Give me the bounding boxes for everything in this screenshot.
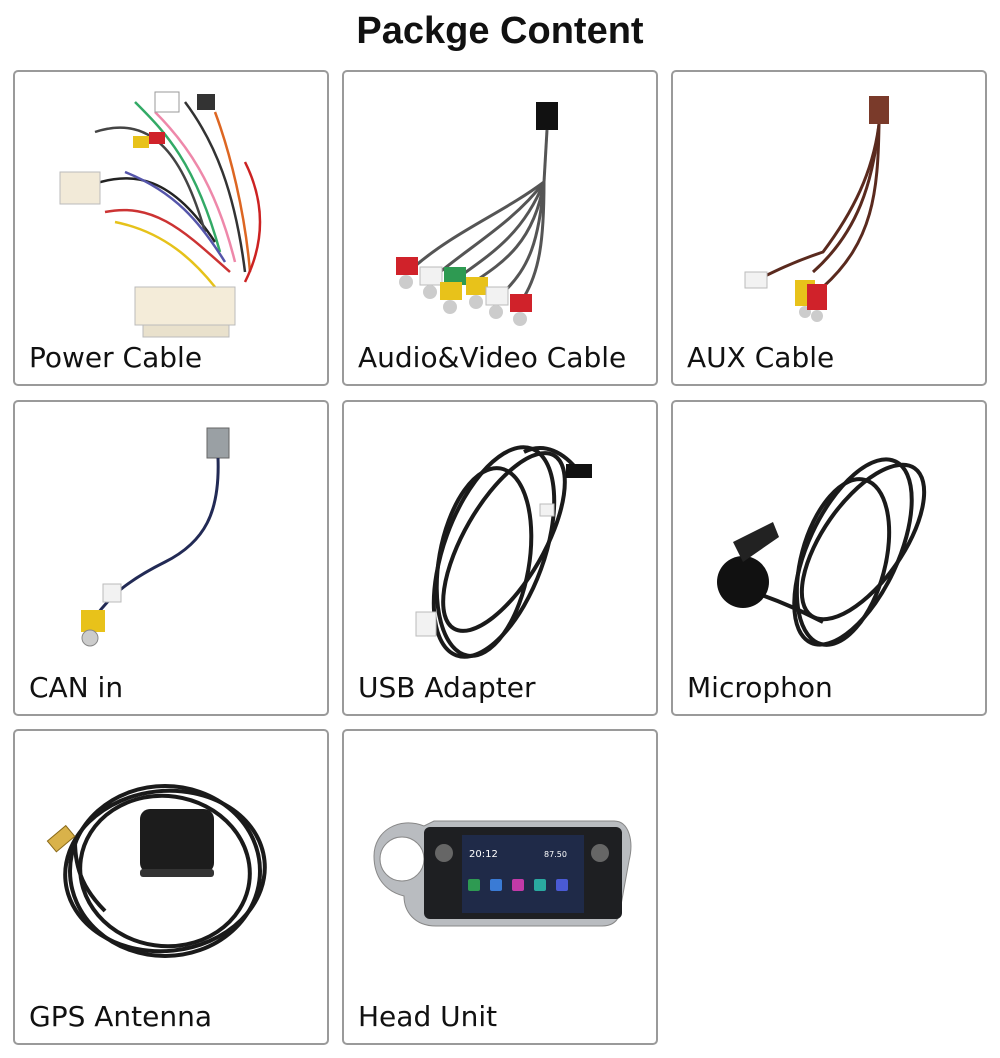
item-label: GPS Antenna [29, 1000, 213, 1033]
item-label: CAN in [29, 671, 124, 704]
head-unit-icon: 20:12 87.50 [373, 820, 632, 927]
item-usb-adapter[interactable]: USB Adapter [342, 400, 658, 716]
aux-cable-icon [744, 96, 889, 322]
item-audio-video-cable[interactable]: Audio&Video Cable [342, 70, 658, 386]
item-can-in[interactable]: CAN in [13, 400, 329, 716]
audio-video-cable-icon [396, 102, 558, 326]
gps-antenna-icon [46, 784, 267, 958]
item-label: Power Cable [29, 341, 203, 374]
usb-adapter-icon [415, 445, 592, 659]
head-unit-time: 20:12 [469, 849, 498, 860]
item-label: USB Adapter [358, 671, 536, 704]
item-label: AUX Cable [687, 341, 835, 374]
power-cable-icon [59, 91, 262, 338]
item-microphon[interactable]: Microphon [671, 400, 987, 716]
item-head-unit[interactable]: 20:12 87.50 Head Unit [342, 729, 658, 1045]
item-label: Microphon [687, 671, 833, 704]
item-aux-cable[interactable]: AUX Cable [671, 70, 987, 386]
item-label: Head Unit [358, 1000, 498, 1033]
head-unit-radio: 87.50 [544, 850, 567, 859]
item-label: Audio&Video Cable [358, 341, 627, 374]
item-gps-antenna[interactable]: GPS Antenna [13, 729, 329, 1045]
can-in-cable-icon [81, 427, 230, 647]
item-power-cable[interactable]: Power Cable [13, 70, 329, 386]
page-title: Packge Content [356, 10, 644, 52]
microphone-icon [717, 457, 927, 647]
